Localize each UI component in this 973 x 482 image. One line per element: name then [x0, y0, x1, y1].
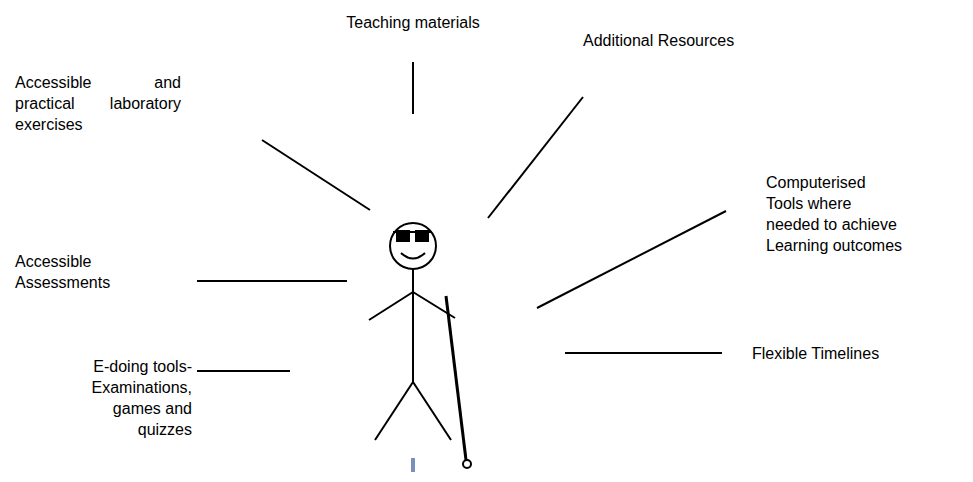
figure-arm	[369, 292, 413, 320]
topic-label: Accessible Assessments	[15, 251, 139, 293]
topic-label: E-doing tools- Examinations, games and q…	[86, 356, 192, 440]
topic-label: Flexible Timelines	[752, 343, 942, 364]
figure-leg	[413, 382, 451, 440]
figure-body	[412, 269, 414, 382]
leader-line	[197, 280, 347, 282]
topic-label: Teaching materials	[337, 12, 489, 33]
figure-head	[390, 223, 436, 269]
marker-tick	[411, 458, 415, 472]
white-cane	[446, 296, 466, 460]
sunglasses-frame	[393, 231, 432, 233]
leader-line	[197, 370, 290, 372]
figure-smile	[401, 253, 425, 259]
leader-line	[565, 352, 722, 354]
topic-label: Accessible and practical laboratory exer…	[15, 72, 181, 135]
leader-line	[262, 140, 370, 210]
leader-line	[488, 97, 583, 218]
cane-tip	[463, 460, 471, 468]
leader-lines	[197, 62, 726, 371]
stick-figure	[369, 223, 471, 468]
topic-label: Additional Resources	[583, 30, 773, 51]
leader-line	[412, 62, 414, 114]
figure-leg	[375, 382, 413, 440]
leader-line	[537, 211, 726, 308]
topic-label: Computerised Tools where needed to achie…	[766, 172, 907, 256]
